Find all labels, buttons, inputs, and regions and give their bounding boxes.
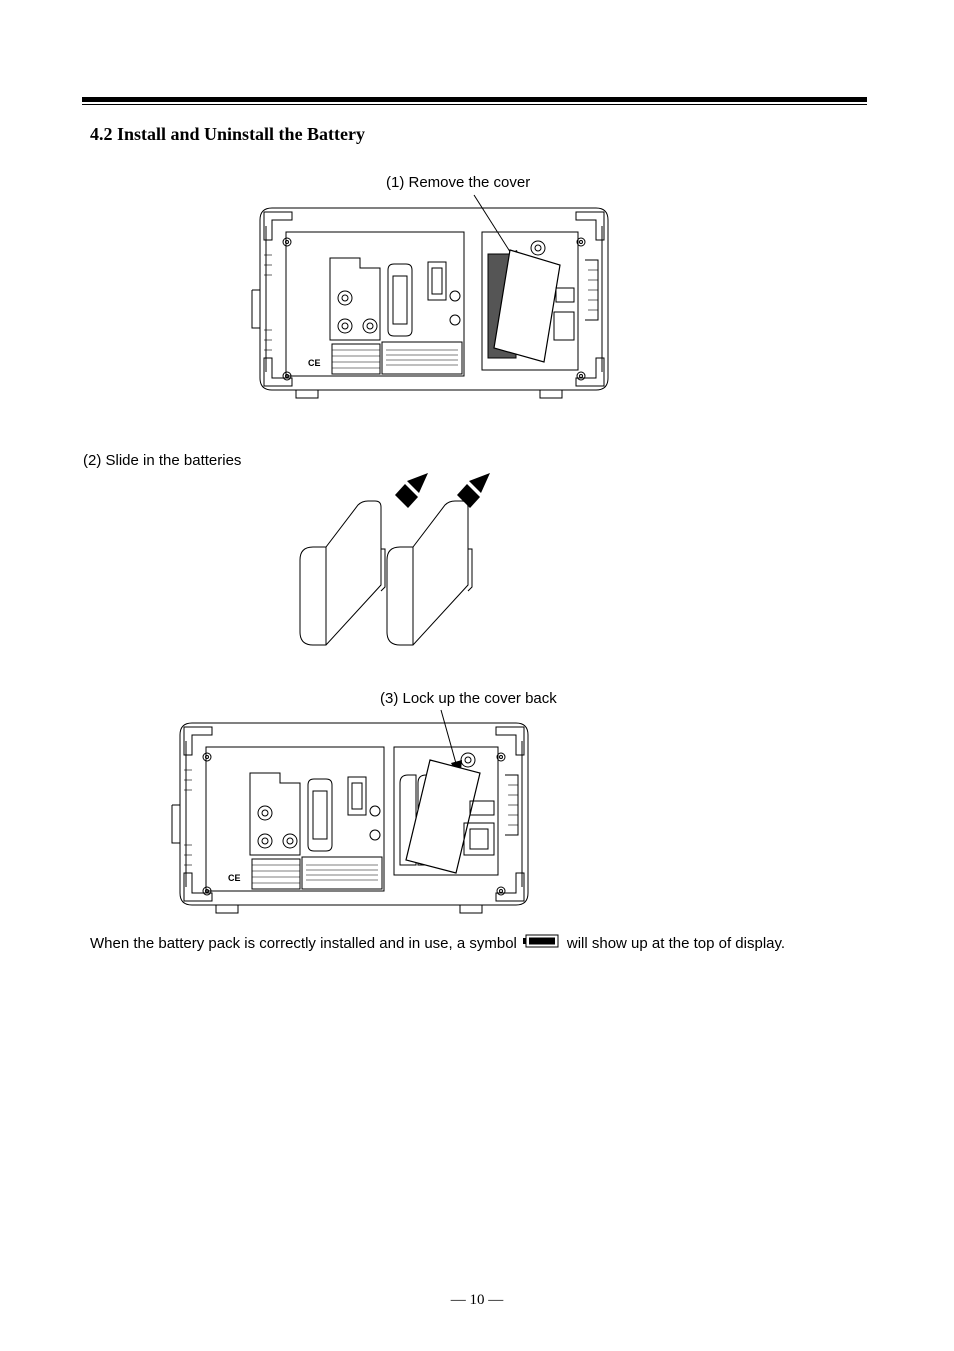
section-heading: 4.2 Install and Uninstall the Battery [90, 124, 366, 144]
battery-icon [522, 934, 559, 952]
step-3-label: (3) Lock up the cover back [380, 690, 557, 707]
page-dash-right: — [488, 1292, 504, 1308]
page-dash-left: — [450, 1292, 466, 1308]
step-2-label: (2) Slide in the batteries [83, 452, 242, 469]
note-text-before: When the battery pack is correctly insta… [90, 934, 517, 952]
header-rule-thick [82, 97, 867, 102]
step-2-illustration [299, 473, 490, 646]
step-3-illustration: CE [171, 709, 529, 914]
battery-note: When the battery pack is correctly insta… [90, 934, 785, 952]
page-number-value: 10 [469, 1292, 485, 1308]
step-1-label: (1) Remove the cover [386, 174, 531, 191]
note-text-after: will show up at the top of display. [566, 934, 786, 952]
page-number: — 10 — [0, 1292, 954, 1309]
svg-text:CE: CE [308, 358, 321, 368]
svg-text:CE: CE [228, 873, 241, 883]
arrow-up-right-icon [460, 473, 490, 500]
arrow-up-right-icon [398, 473, 428, 500]
header-rule-thin [82, 104, 867, 105]
step-1-illustration: CE [251, 194, 609, 399]
